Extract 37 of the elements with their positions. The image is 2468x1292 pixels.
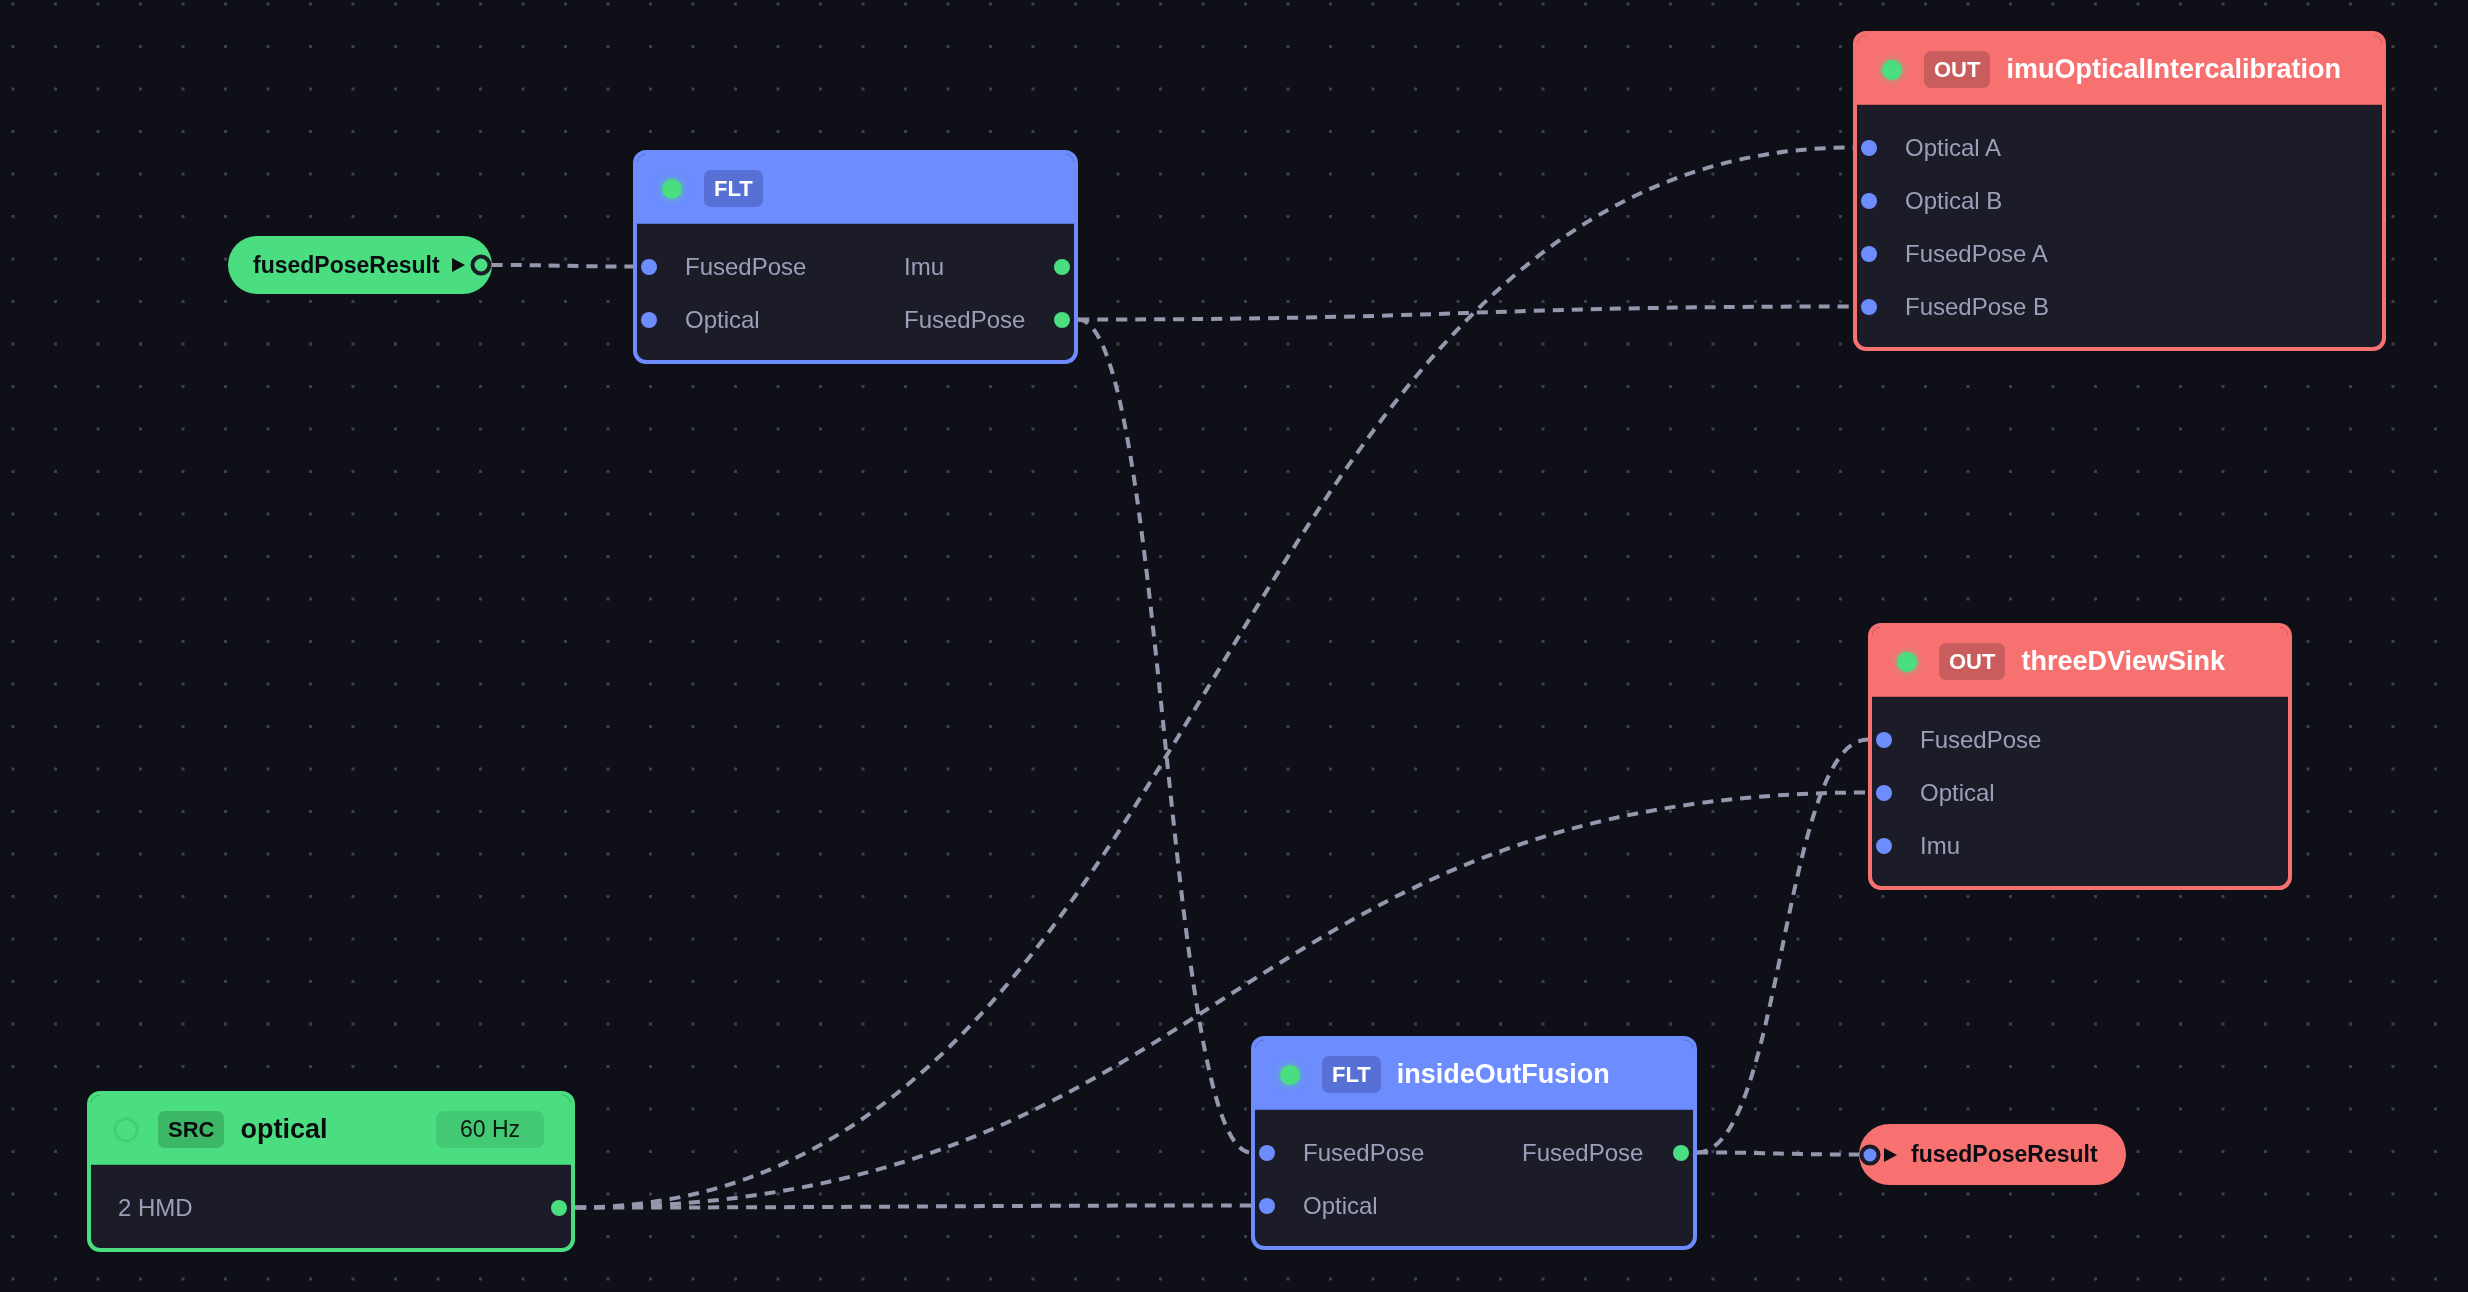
rate-tag: 60 Hz: [435, 1111, 544, 1148]
node-card: [1853, 31, 2386, 351]
type-tag: FLT: [704, 170, 763, 207]
port-label: FusedPose: [904, 305, 1026, 335]
port-label: Imu: [904, 252, 944, 282]
node-card: [87, 1091, 575, 1252]
port-label: Optical: [685, 305, 760, 335]
io-pill: [1859, 1124, 2126, 1185]
type-tag: FLT: [1322, 1056, 1381, 1093]
node-card: [1251, 1036, 1697, 1250]
port-label: 2 HMD: [118, 1193, 193, 1223]
port-label: FusedPose: [1303, 1138, 1425, 1168]
port-label: Optical: [1920, 778, 1995, 808]
io-pill: [228, 236, 492, 294]
port-label: Imu: [1920, 831, 1960, 861]
node-title: threeDViewSink: [2021, 646, 2226, 677]
port-label: FusedPose: [1920, 725, 2042, 755]
port-label: Optical B: [1905, 186, 2003, 216]
connector-line: [491, 263, 633, 269]
type-tag: OUT: [1924, 51, 1991, 88]
node-card: [633, 150, 1078, 364]
node-card: [1868, 623, 2292, 890]
type-tag: SRC: [158, 1111, 225, 1148]
node-title: optical: [240, 1114, 328, 1145]
port-label: Optical A: [1905, 133, 2002, 163]
connector-line: [1697, 1150, 1859, 1157]
type-tag: OUT: [1939, 643, 2006, 680]
node-title: imuOpticalIntercalibration: [2006, 54, 2341, 85]
port-label: Optical: [1303, 1191, 1378, 1221]
port-label: FusedPose A: [1905, 239, 2048, 269]
pill-label: fusedPoseResult: [1911, 1141, 2098, 1168]
pill-label: fusedPoseResult: [253, 251, 440, 279]
connector-line: [575, 1203, 1251, 1210]
port-label: FusedPose: [1522, 1138, 1644, 1168]
node-title: insideOutFusion: [1396, 1059, 1610, 1090]
port-label: FusedPose: [685, 252, 807, 282]
port-label: FusedPose B: [1905, 292, 2050, 322]
